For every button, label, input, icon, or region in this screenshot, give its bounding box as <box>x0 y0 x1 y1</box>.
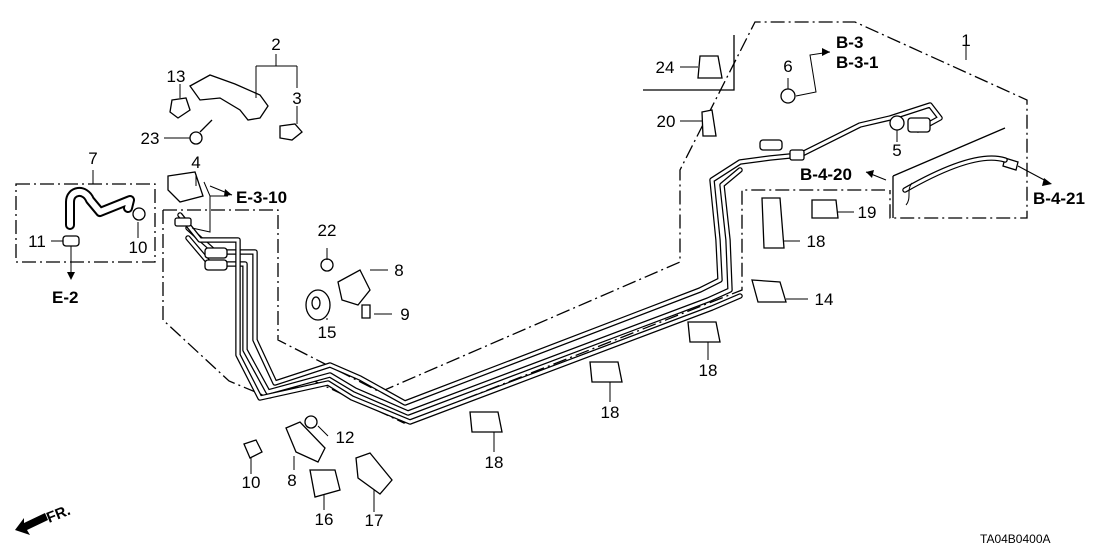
pipe-coupler <box>204 259 228 271</box>
front-direction-indicator: FR. <box>15 502 73 535</box>
ref-b-4-21: B-4-21 <box>1033 189 1085 208</box>
callout-12: 11 <box>28 232 46 251</box>
pipe-coupler <box>789 149 805 161</box>
part-16-grommet-hole <box>311 296 321 310</box>
ref-b-3: B-3 <box>836 33 863 52</box>
callout-4: 4 <box>191 153 200 172</box>
part-5-connector <box>907 117 931 133</box>
part-23-shank <box>199 119 213 133</box>
callout-11: 10 <box>129 238 148 257</box>
part-19-clip <box>761 197 785 249</box>
part-10-bolt-lower <box>243 439 263 459</box>
callout-13: 12 <box>336 428 355 447</box>
inset-b421-edge <box>892 127 1006 177</box>
callout-18-a: 17 <box>365 511 384 530</box>
part-12-clamp <box>62 235 80 247</box>
arrowhead-icon <box>224 189 232 196</box>
callout-7: 7 <box>88 149 97 168</box>
callout-17: 16 <box>315 510 334 529</box>
part-20-clip <box>811 199 839 219</box>
pipe-fitting <box>174 217 192 227</box>
part-14-clip <box>169 97 191 119</box>
callout-22: 22 <box>318 221 337 240</box>
arrowhead-icon <box>67 272 75 280</box>
callout-14: 13 <box>167 67 186 86</box>
callout-18-c: 18 <box>601 403 620 422</box>
callout-10-lower: 10 <box>242 473 261 492</box>
part-13-nut <box>304 415 318 429</box>
callout-5: 5 <box>892 141 901 160</box>
part-17-pad <box>309 469 341 498</box>
callout-21: 20 <box>657 112 676 131</box>
drawing-code: TA04B0400A <box>980 532 1051 546</box>
arrowhead-icon <box>822 48 830 56</box>
group-24-boundary <box>643 35 735 91</box>
part-15-clip <box>751 279 787 303</box>
pipe-coupler <box>204 247 228 259</box>
callout-9: 8 <box>287 471 296 490</box>
arrowhead-icon <box>1042 178 1052 186</box>
callout-18-d: 18 <box>699 361 718 380</box>
part-22-bolt <box>320 258 334 272</box>
callout-16: 15 <box>318 323 337 342</box>
callout-1: 1 <box>961 31 970 50</box>
ref-b-3-1: B-3-1 <box>836 53 879 72</box>
part-11-nut <box>132 207 146 221</box>
callout-18-b: 18 <box>485 453 504 472</box>
part-21-clip <box>701 109 717 137</box>
part-18-clip <box>355 452 393 495</box>
part-9-bracket <box>285 421 326 463</box>
callout-19: 18 <box>807 232 826 251</box>
part-2-bracket <box>189 74 269 121</box>
main-pipe-bundle <box>177 102 943 425</box>
callout-8: 8 <box>394 261 403 280</box>
callout-24: 24 <box>656 58 675 77</box>
group-1-boundary-upper <box>163 21 1028 393</box>
callout-2: 2 <box>271 35 280 54</box>
part-24-joint <box>697 55 723 79</box>
part-10-bolt <box>361 304 371 319</box>
callout-10-upper: 9 <box>400 305 409 324</box>
part-5-clip <box>889 115 905 131</box>
part-7-hose <box>67 189 133 228</box>
part-23-bolt <box>189 131 203 145</box>
group-7-boundary <box>15 183 156 263</box>
part-18-clip <box>687 321 721 343</box>
callout-20: 19 <box>858 203 877 222</box>
part-4-clip <box>167 171 204 203</box>
front-arrow-icon <box>15 513 48 535</box>
break-mark <box>905 182 913 206</box>
part-6-clip <box>780 88 796 104</box>
callout-3: 3 <box>292 89 301 108</box>
callout-15: 14 <box>815 290 834 309</box>
part-18-clip <box>469 411 503 433</box>
callout-23: 23 <box>141 129 160 148</box>
arrowhead-icon <box>866 170 874 178</box>
callout-6: 6 <box>783 57 792 76</box>
ref-e-2: E-2 <box>52 288 78 307</box>
part-18-clip <box>589 361 623 383</box>
part-8-bracket <box>337 269 371 306</box>
leader-lines <box>51 40 1049 512</box>
front-label: FR. <box>44 502 73 527</box>
ref-b-4-20: B-4-20 <box>800 165 852 184</box>
pipe-fitting <box>759 139 783 151</box>
part-3-clamp <box>279 123 303 141</box>
ref-e-3-10: E-3-10 <box>236 188 287 207</box>
